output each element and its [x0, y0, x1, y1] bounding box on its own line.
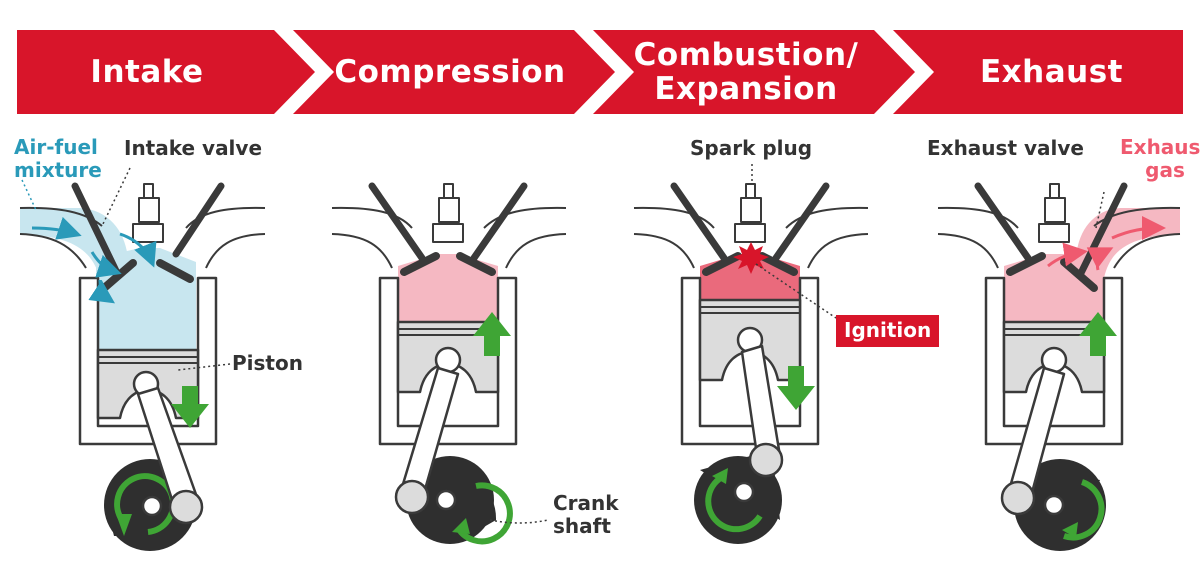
- cylinder-intake: [19, 182, 266, 551]
- arrow-up-exhaust: [1079, 312, 1117, 356]
- chamber-fill-compression: [398, 254, 498, 322]
- step-banner-combustion: [593, 30, 915, 114]
- spark-icon: [733, 242, 769, 274]
- arrow-down-intake: [171, 386, 209, 428]
- step-label-exhaust: Exhaust: [980, 54, 1123, 90]
- step-banner-compression: [293, 30, 615, 114]
- leader-lines: [21, 164, 753, 524]
- step-banner-exhaust: [893, 30, 1183, 114]
- cylinder-exhaust: [937, 182, 1181, 551]
- cylinder-compression: [331, 182, 567, 545]
- crank-shaft-label: Crank shaft: [553, 491, 619, 538]
- piston-label: Piston: [232, 351, 303, 375]
- arrow-up-compression: [473, 312, 511, 356]
- step-label-compression: Compression: [334, 54, 566, 90]
- exhaust-gas-label: Exhaust gas: [1120, 135, 1200, 182]
- intake-valve-label: Intake valve: [124, 136, 263, 160]
- air-fuel-label: Air-fuel mixture: [14, 135, 102, 182]
- step-banner-intake: [17, 30, 315, 114]
- ignition-label: Ignition: [836, 315, 940, 347]
- step-label-intake: Intake: [90, 54, 204, 90]
- exhaust-valve-label: Exhaust valve: [927, 136, 1084, 160]
- cylinder-combustion: [633, 182, 869, 544]
- arrow-down-combustion: [777, 366, 815, 410]
- step-banners: [17, 30, 1183, 114]
- step-label-combustion: Combustion/ Expansion: [633, 37, 859, 107]
- spark-plug-label: Spark plug: [690, 136, 813, 160]
